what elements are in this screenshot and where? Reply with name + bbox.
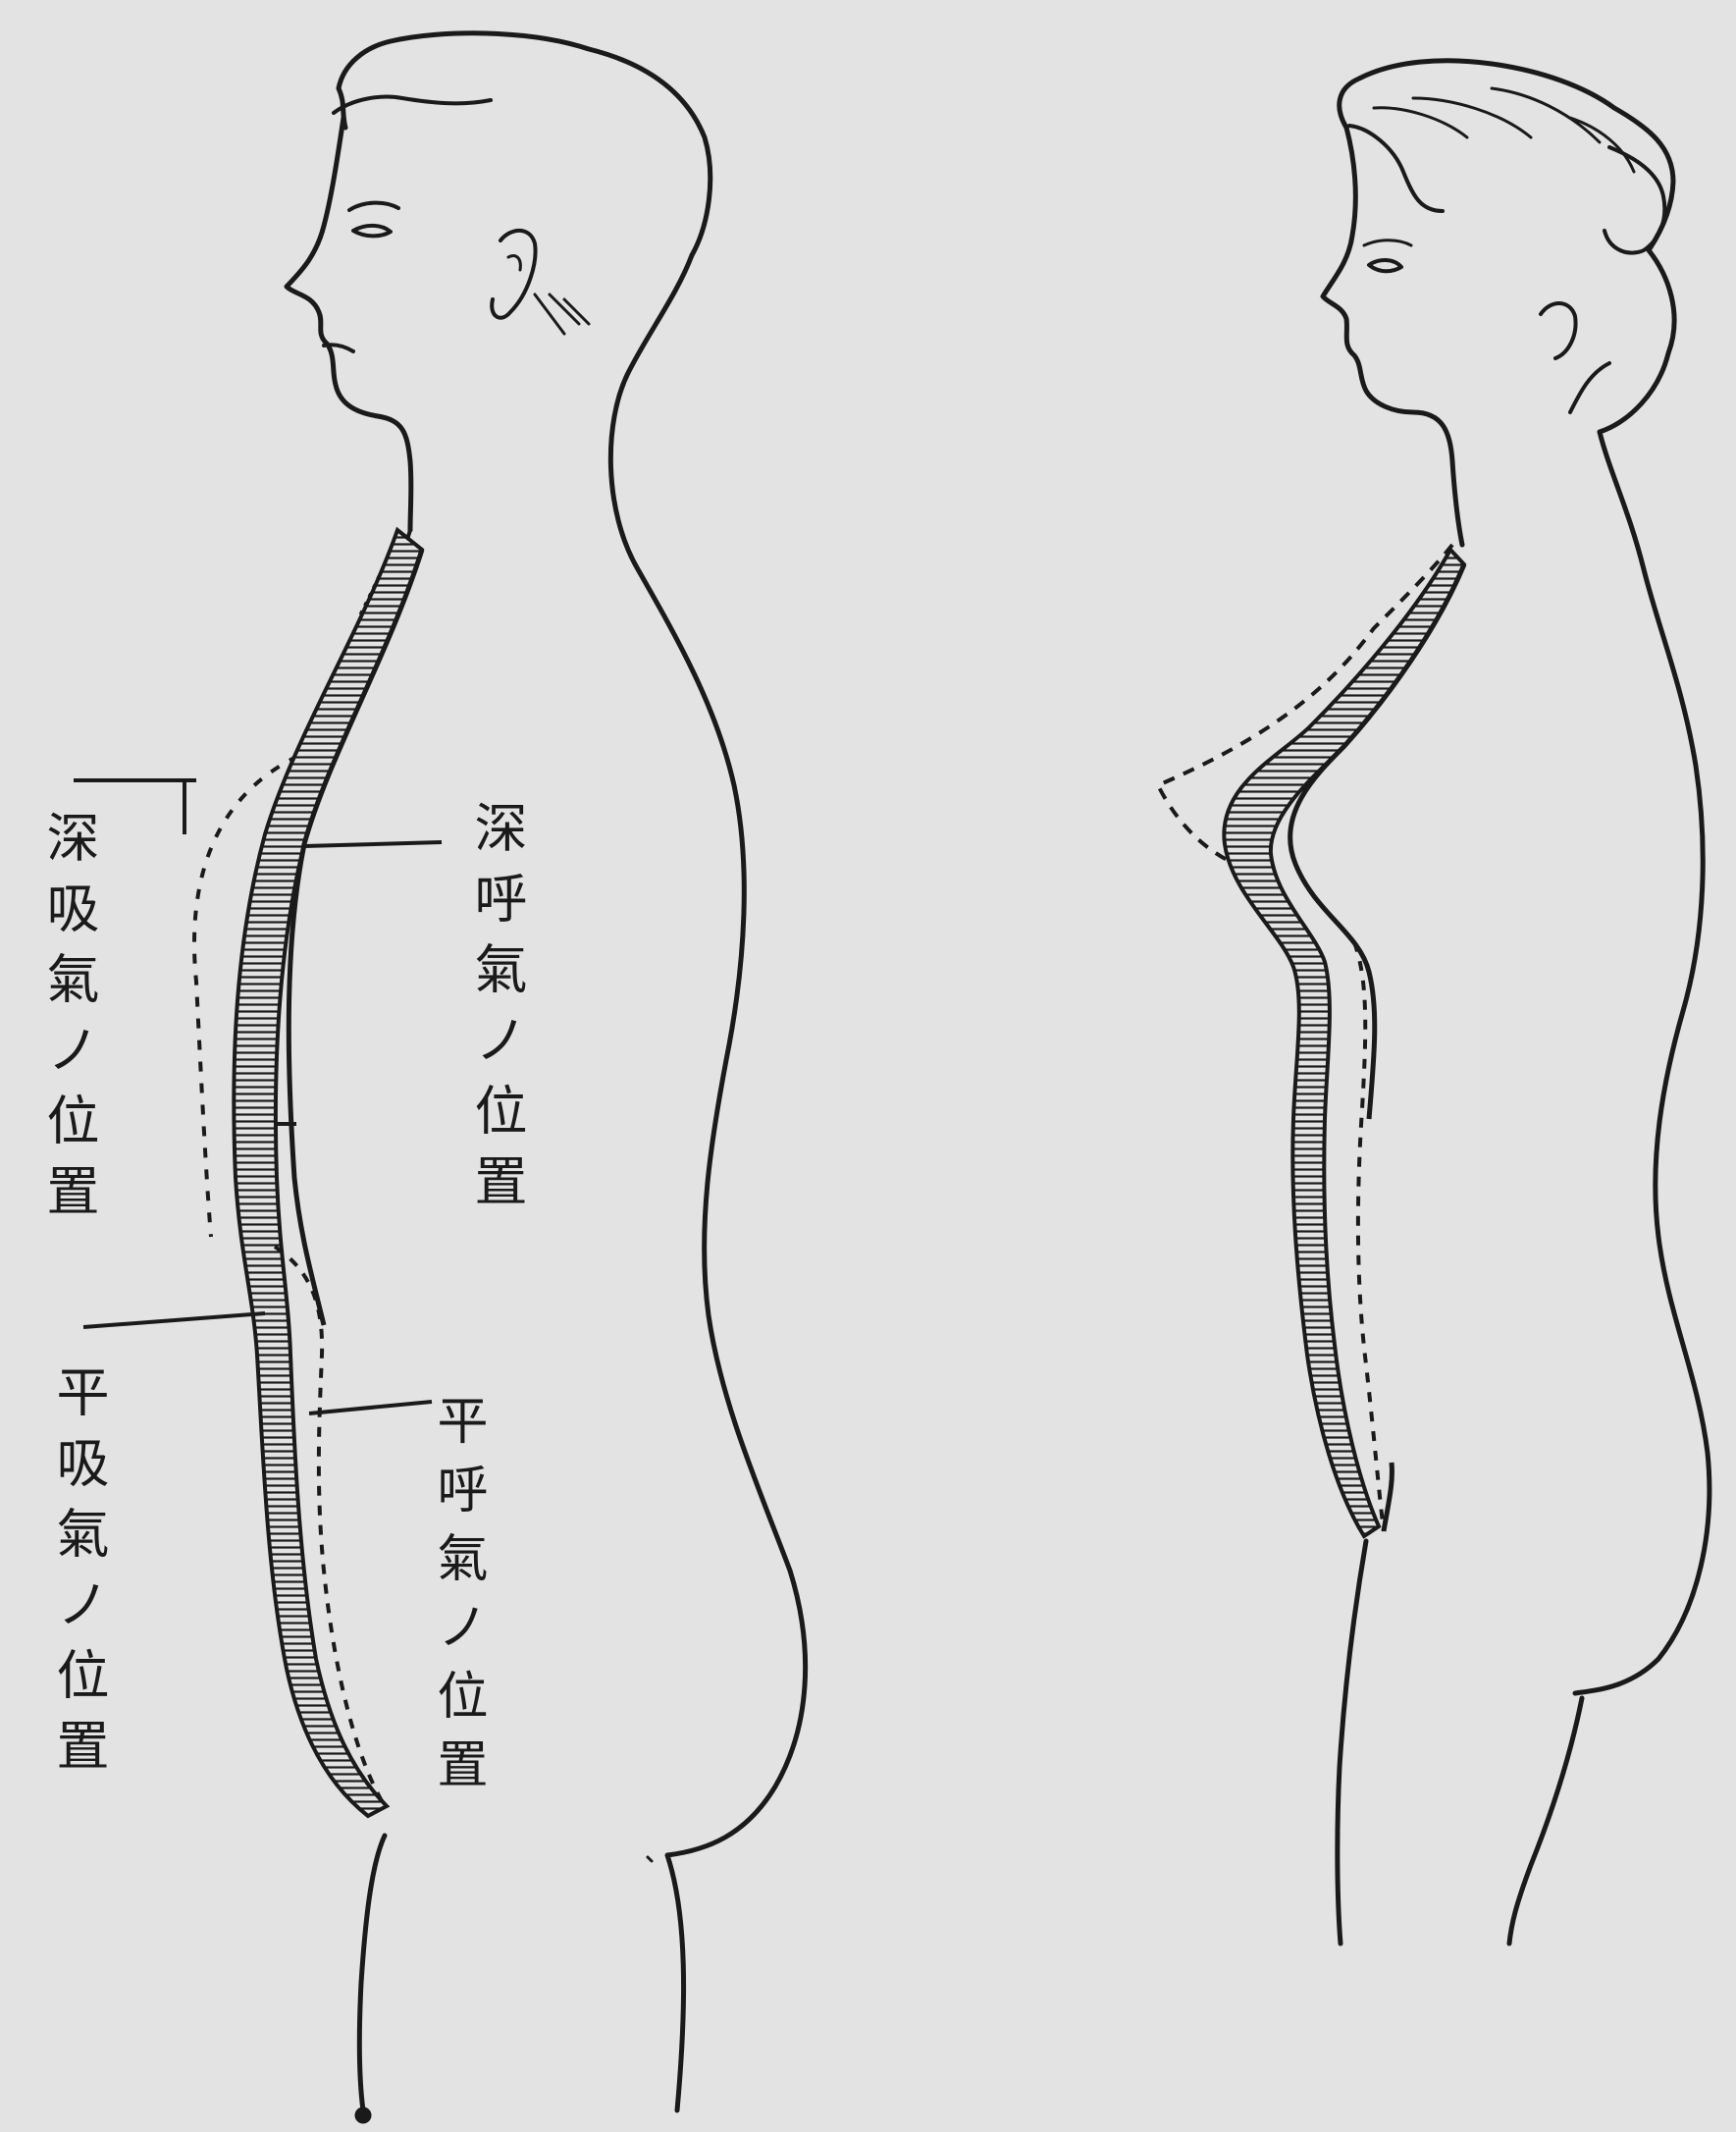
male-back-outline (610, 255, 805, 2110)
leader-normal-inhale (83, 1313, 265, 1327)
label-normal-inhale: 平吸氣ノ位置 (51, 1364, 104, 1788)
female-figure (1323, 61, 1710, 1944)
male-face-outline (287, 33, 710, 530)
female-normal-outline (1354, 942, 1384, 1531)
male-hatched-band (234, 530, 422, 1816)
male-front-lower (359, 1836, 385, 2110)
label-deep-inhale: 深吸氣ノ位置 (41, 810, 94, 1234)
female-front-lower (1338, 1541, 1366, 1944)
female-face-outline (1323, 128, 1462, 545)
leader-normal-exhale (309, 1402, 432, 1413)
label-deep-exhale: 深呼氣ノ位置 (469, 800, 522, 1224)
leader-deep-exhale (304, 842, 442, 846)
label-normal-exhale: 平呼氣ノ位置 (432, 1394, 483, 1806)
female-hair (1340, 61, 1674, 432)
female-back-outline (1509, 432, 1710, 1944)
female-hatched-band (1224, 550, 1464, 1536)
